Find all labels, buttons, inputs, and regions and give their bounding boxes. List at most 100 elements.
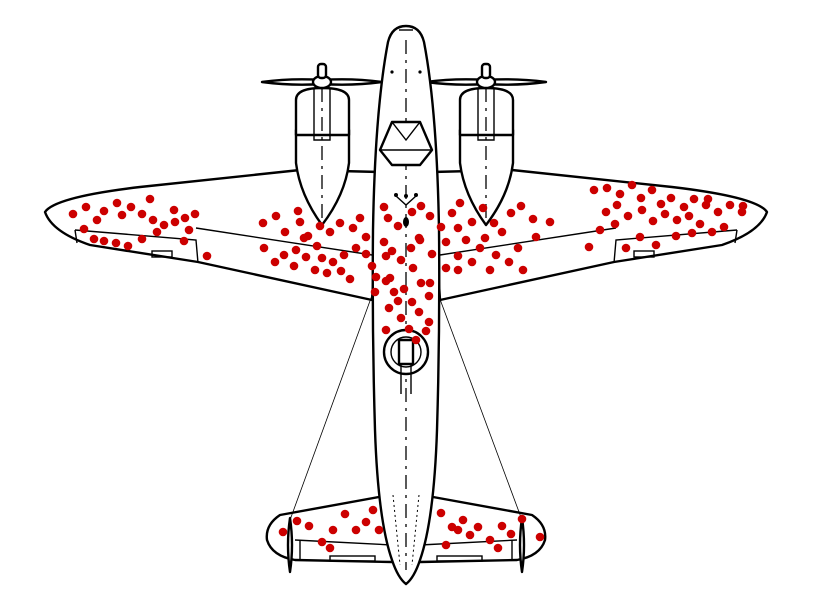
damage-hit-marker bbox=[545, 217, 555, 227]
damage-hit-marker bbox=[335, 218, 345, 228]
damage-hit-marker bbox=[637, 205, 647, 215]
damage-hit-marker bbox=[528, 214, 538, 224]
damage-hit-marker bbox=[278, 527, 288, 537]
damage-hit-marker bbox=[179, 236, 189, 246]
damage-hit-marker bbox=[336, 266, 346, 276]
damage-hit-marker bbox=[317, 537, 327, 547]
damage-hit-marker bbox=[453, 251, 463, 261]
damage-hit-marker bbox=[89, 234, 99, 244]
damage-hit-marker bbox=[461, 235, 471, 245]
damage-hit-marker bbox=[491, 250, 501, 260]
damage-hit-marker bbox=[317, 253, 327, 263]
damage-hit-marker bbox=[396, 255, 406, 265]
damage-hit-marker bbox=[480, 233, 490, 243]
damage-hit-marker bbox=[719, 222, 729, 232]
damage-hit-marker bbox=[293, 206, 303, 216]
damage-hit-marker bbox=[506, 529, 516, 539]
damage-hit-marker bbox=[672, 215, 682, 225]
damage-hit-marker bbox=[340, 509, 350, 519]
damage-hit-marker bbox=[361, 249, 371, 259]
damage-hit-marker bbox=[684, 211, 694, 221]
damage-hit-marker bbox=[355, 213, 365, 223]
damage-hit-marker bbox=[374, 525, 384, 535]
damage-hit-marker bbox=[424, 291, 434, 301]
damage-hit-marker bbox=[258, 218, 268, 228]
damage-hit-marker bbox=[666, 193, 676, 203]
damage-hit-marker bbox=[384, 303, 394, 313]
damage-hit-marker bbox=[345, 274, 355, 284]
damage-hit-marker bbox=[436, 508, 446, 518]
damage-hit-marker bbox=[393, 296, 403, 306]
damage-hit-marker bbox=[517, 514, 527, 524]
damage-hit-marker bbox=[455, 198, 465, 208]
damage-hit-marker bbox=[170, 217, 180, 227]
damage-hit-marker bbox=[259, 243, 269, 253]
damage-hit-marker bbox=[379, 237, 389, 247]
damage-hit-marker bbox=[408, 263, 418, 273]
damage-hit-marker bbox=[169, 205, 179, 215]
damage-hit-marker bbox=[695, 219, 705, 229]
damage-hit-marker bbox=[328, 257, 338, 267]
damage-hit-marker bbox=[518, 265, 528, 275]
damage-hit-marker bbox=[404, 324, 414, 334]
damage-hit-marker bbox=[465, 530, 475, 540]
damage-hit-marker bbox=[485, 265, 495, 275]
damage-hit-marker bbox=[467, 257, 477, 267]
damage-hit-marker bbox=[425, 278, 435, 288]
damage-hit-marker bbox=[280, 227, 290, 237]
damage-hit-marker bbox=[99, 236, 109, 246]
damage-hit-marker bbox=[310, 265, 320, 275]
damage-hit-marker bbox=[493, 543, 503, 553]
damage-hit-marker bbox=[389, 287, 399, 297]
damage-hit-marker bbox=[416, 201, 426, 211]
damage-hit-marker bbox=[399, 284, 409, 294]
damage-hit-marker bbox=[475, 243, 485, 253]
damage-hit-marker bbox=[636, 193, 646, 203]
right-engine-nacelle bbox=[458, 86, 515, 227]
damage-hit-marker bbox=[421, 326, 431, 336]
damage-hit-marker bbox=[126, 202, 136, 212]
damage-hit-marker bbox=[513, 243, 523, 253]
damage-hit-marker bbox=[458, 515, 468, 525]
damage-hit-marker bbox=[304, 521, 314, 531]
left-wing-control-surfaces bbox=[74, 227, 373, 264]
damage-hit-marker bbox=[679, 202, 689, 212]
damage-hit-marker bbox=[396, 313, 406, 323]
damage-hit-marker bbox=[79, 224, 89, 234]
damage-hit-marker bbox=[385, 273, 395, 283]
damage-hit-marker bbox=[595, 225, 605, 235]
damage-hit-marker bbox=[289, 261, 299, 271]
tail-elevators bbox=[294, 539, 518, 562]
damage-hit-marker bbox=[671, 231, 681, 241]
damage-hit-marker bbox=[497, 227, 507, 237]
damage-hit-marker bbox=[180, 213, 190, 223]
damage-hit-marker bbox=[424, 317, 434, 327]
right-tail-fin bbox=[518, 516, 526, 574]
damage-hit-marker bbox=[660, 209, 670, 219]
damage-hit-marker bbox=[81, 202, 91, 212]
damage-hit-marker bbox=[202, 251, 212, 261]
damage-hit-marker bbox=[584, 242, 594, 252]
damage-hit-marker bbox=[647, 185, 657, 195]
damage-hit-marker bbox=[610, 219, 620, 229]
damage-hit-marker bbox=[453, 265, 463, 275]
damage-hit-marker bbox=[504, 257, 514, 267]
damage-hit-marker bbox=[651, 240, 661, 250]
damage-hit-marker bbox=[411, 335, 421, 345]
damage-hit-marker bbox=[137, 209, 147, 219]
damage-hit-marker bbox=[381, 251, 391, 261]
damage-hit-marker bbox=[601, 207, 611, 217]
left-tail-fin bbox=[286, 516, 294, 574]
damage-hit-marker bbox=[270, 257, 280, 267]
damage-hit-marker bbox=[656, 199, 666, 209]
damage-hit-marker bbox=[648, 216, 658, 226]
damage-hit-marker bbox=[137, 234, 147, 244]
damage-hit-marker bbox=[292, 516, 302, 526]
damage-hit-marker bbox=[407, 207, 417, 217]
damage-hit-marker bbox=[707, 227, 717, 237]
nose-guns bbox=[390, 29, 422, 74]
damage-hit-markers bbox=[68, 180, 748, 553]
right-wing-control-surfaces bbox=[439, 227, 738, 264]
damage-hit-marker bbox=[623, 211, 633, 221]
damage-hit-marker bbox=[159, 220, 169, 230]
